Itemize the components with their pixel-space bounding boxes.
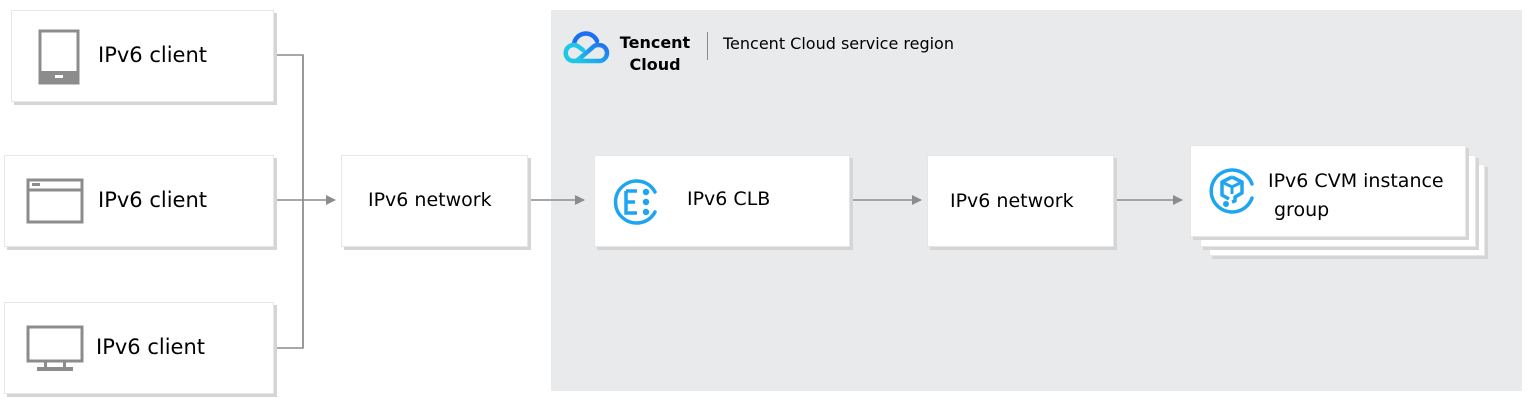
ipv6-cvm-group-node[interactable]: IPv6 CVM instance group	[1190, 145, 1466, 237]
tablet-icon	[38, 29, 80, 85]
ipv6-network-public-node[interactable]: IPv6 network	[341, 155, 528, 247]
client-node-tablet[interactable]: IPv6 client	[11, 10, 274, 102]
region-title: Tencent Cloud service region	[723, 34, 954, 53]
client-label: IPv6 client	[98, 43, 207, 67]
brand-name: Tencent Cloud	[618, 32, 692, 76]
client-label: IPv6 client	[98, 188, 207, 212]
clb-label: IPv6 CLB	[687, 188, 771, 210]
brand-line-1: Tencent	[619, 33, 691, 52]
client-node-browser[interactable]: IPv6 client	[4, 155, 274, 247]
ipv6-network-private-node[interactable]: IPv6 network	[927, 155, 1114, 247]
browser-window-icon	[26, 178, 84, 224]
tencent-cloud-logo-icon	[563, 31, 610, 64]
connector-client-1	[276, 54, 304, 349]
client-label: IPv6 client	[96, 335, 205, 359]
cvm-label-line-1: IPv6 CVM instance	[1268, 170, 1444, 192]
network-label: IPv6 network	[950, 190, 1074, 212]
network-label: IPv6 network	[368, 189, 492, 211]
client-node-desktop[interactable]: IPv6 client	[4, 302, 274, 394]
desktop-monitor-icon	[26, 325, 84, 371]
clb-load-balancer-icon	[613, 179, 657, 225]
cvm-label-line-2: group	[1274, 199, 1330, 221]
brand-line-2: Cloud	[629, 55, 681, 74]
cvm-instance-icon	[1209, 168, 1254, 214]
ipv6-clb-node[interactable]: IPv6 CLB	[594, 155, 850, 247]
brand-divider	[707, 32, 708, 60]
